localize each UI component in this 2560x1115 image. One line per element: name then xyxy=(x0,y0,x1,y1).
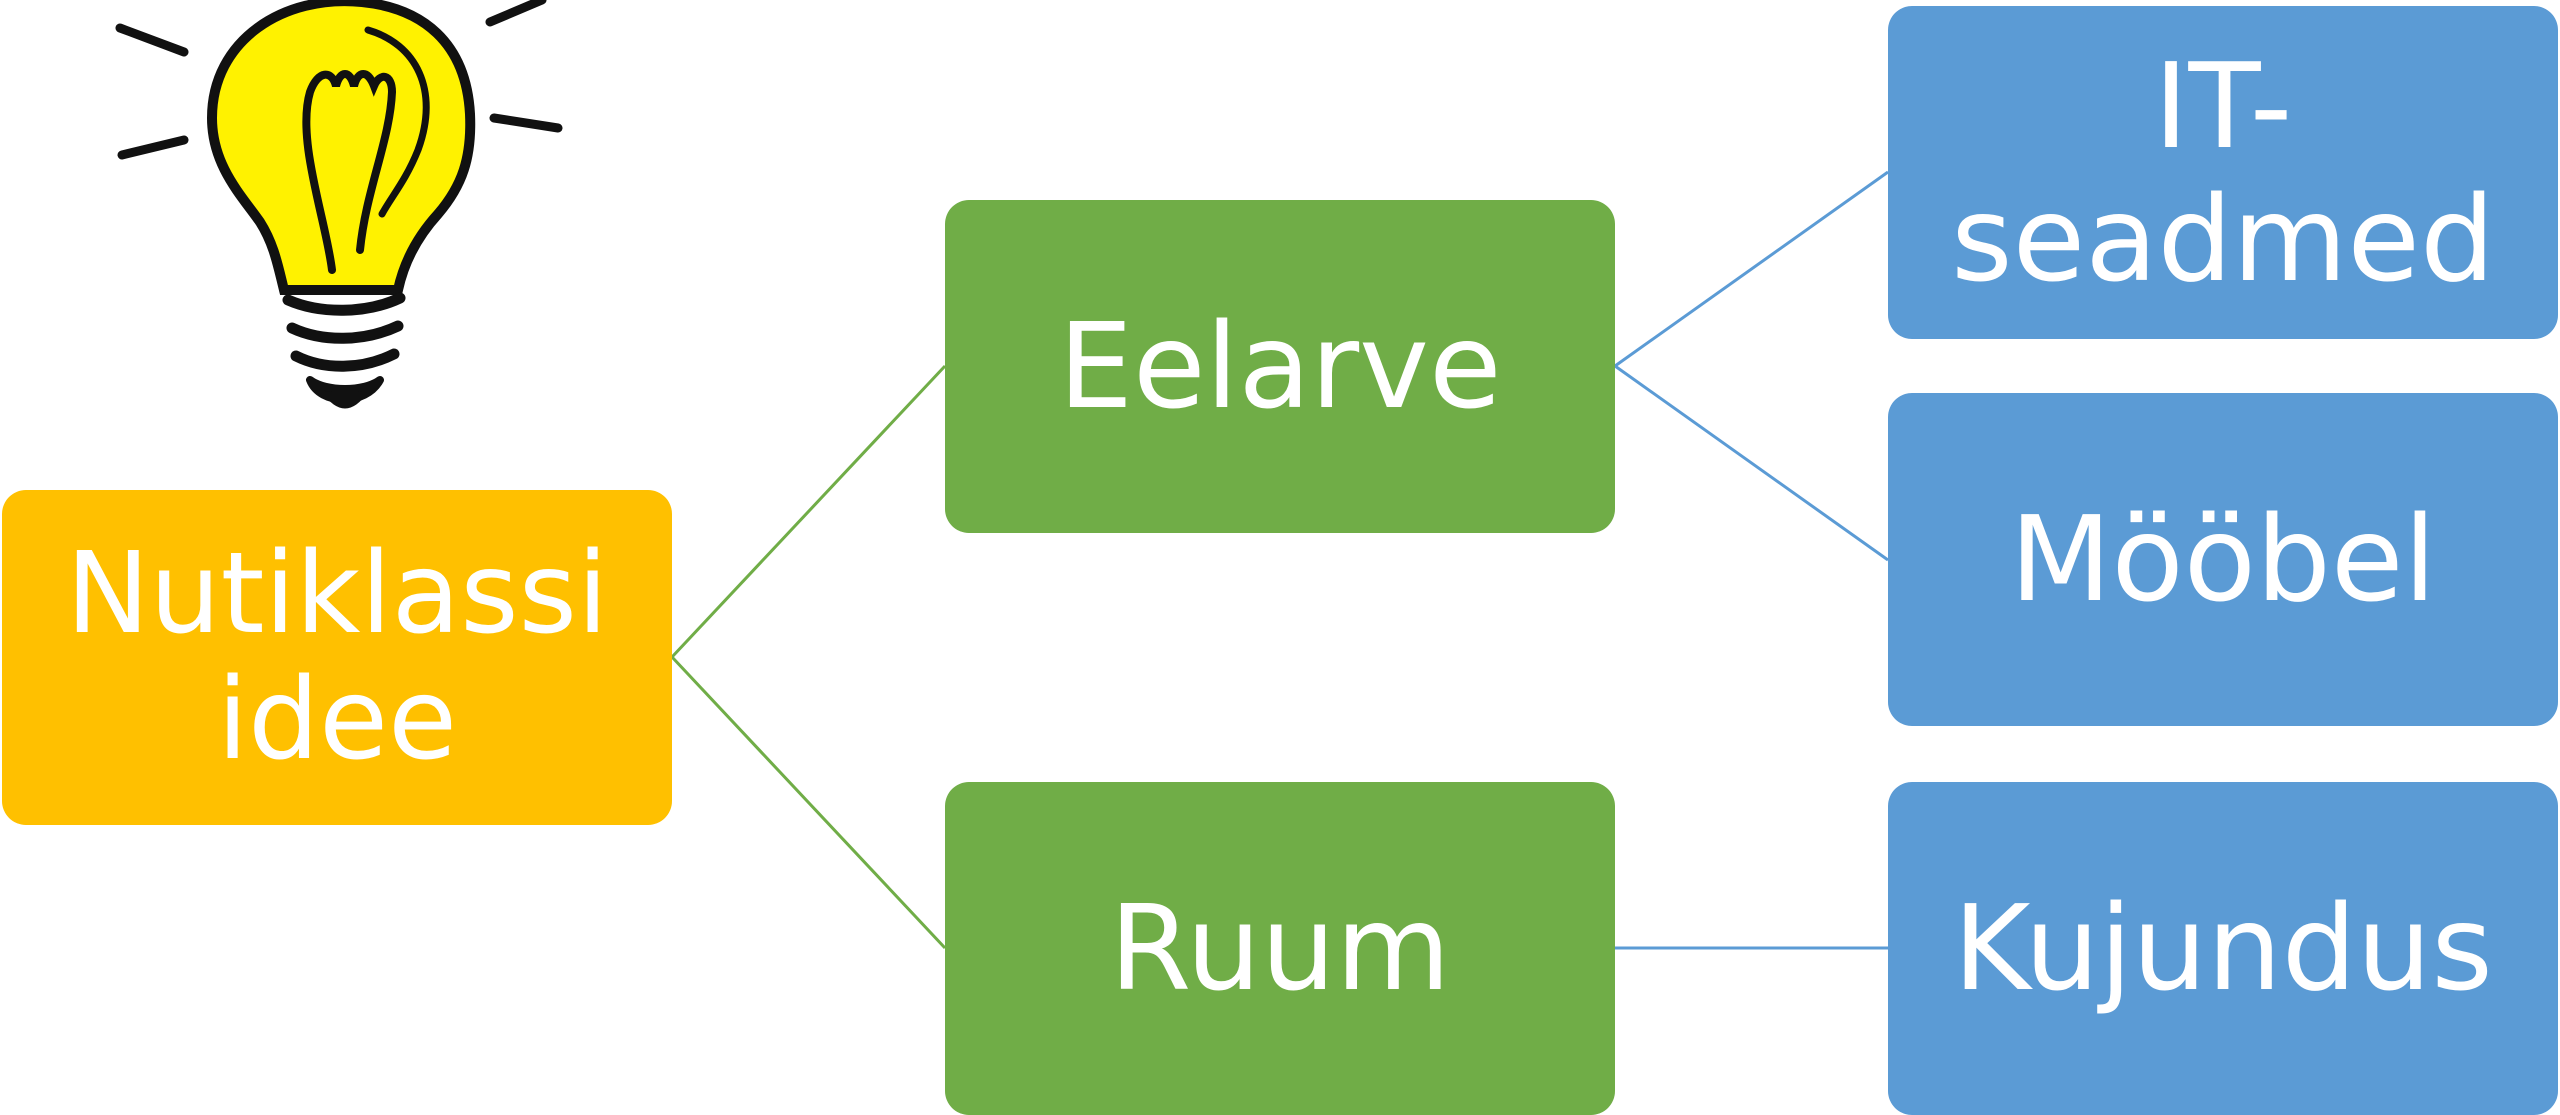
node-label: Ruum xyxy=(1109,879,1451,1018)
node-label: Eelarve xyxy=(1058,297,1502,436)
light-rays xyxy=(115,0,563,160)
node-label: Kujundus xyxy=(1953,879,2493,1018)
connector-eelarve-it-seadmed xyxy=(1614,170,1889,368)
bulb-glass xyxy=(206,0,476,295)
lightbulb-icon xyxy=(115,0,563,409)
bulb-highlight xyxy=(364,26,430,218)
node-ruum: Ruum xyxy=(945,782,1615,1115)
node-eelarve: Eelarve xyxy=(945,200,1615,533)
node-label: Mööbel xyxy=(2009,490,2437,629)
node-moobel: Mööbel xyxy=(1888,393,2558,726)
node-kujundus: Kujundus xyxy=(1888,782,2558,1115)
connector-root-ruum xyxy=(670,655,947,950)
connector-root-eelarve xyxy=(670,364,947,659)
bulb-filament xyxy=(302,70,397,274)
connector-eelarve-moobel xyxy=(1614,364,1889,562)
node-label: IT-seadmed xyxy=(1951,37,2495,308)
node-it-seadmed: IT-seadmed xyxy=(1888,6,2558,339)
node-label: Nutiklassi idee xyxy=(65,529,609,785)
bulb-base xyxy=(282,292,406,372)
node-nutiklassi-idee: Nutiklassi idee xyxy=(2,490,672,825)
bulb-tip-cap xyxy=(322,392,368,409)
